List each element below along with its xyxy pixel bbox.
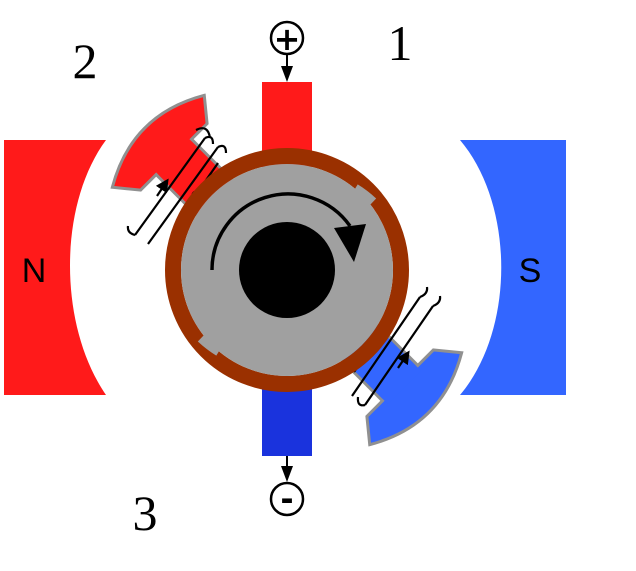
north-pole-magnet: [4, 140, 106, 395]
label-2: 2: [73, 33, 98, 89]
clockwise-rotation-arrow-icon: [210, 192, 352, 271]
rotation-arrowhead: [334, 224, 366, 262]
motor-shaft: [239, 222, 335, 318]
commutator-ring: [165, 148, 409, 392]
north-pole-label: N: [22, 252, 47, 290]
south-pole-label: S: [519, 252, 542, 290]
plus-circle-icon: +: [269, 20, 305, 58]
minus-sign: -: [280, 480, 293, 518]
plus-sign: +: [274, 20, 301, 58]
label-1: 1: [388, 15, 413, 71]
south-pole-magnet: [460, 140, 566, 395]
plus-lead-arrowhead: [281, 66, 293, 82]
minus-circle-icon: -: [269, 480, 305, 518]
minus-lead-arrowhead: [281, 466, 293, 482]
label-3: 3: [133, 485, 158, 541]
commutator-gap-lower: [197, 328, 226, 356]
commutator-gap-upper: [348, 184, 377, 212]
